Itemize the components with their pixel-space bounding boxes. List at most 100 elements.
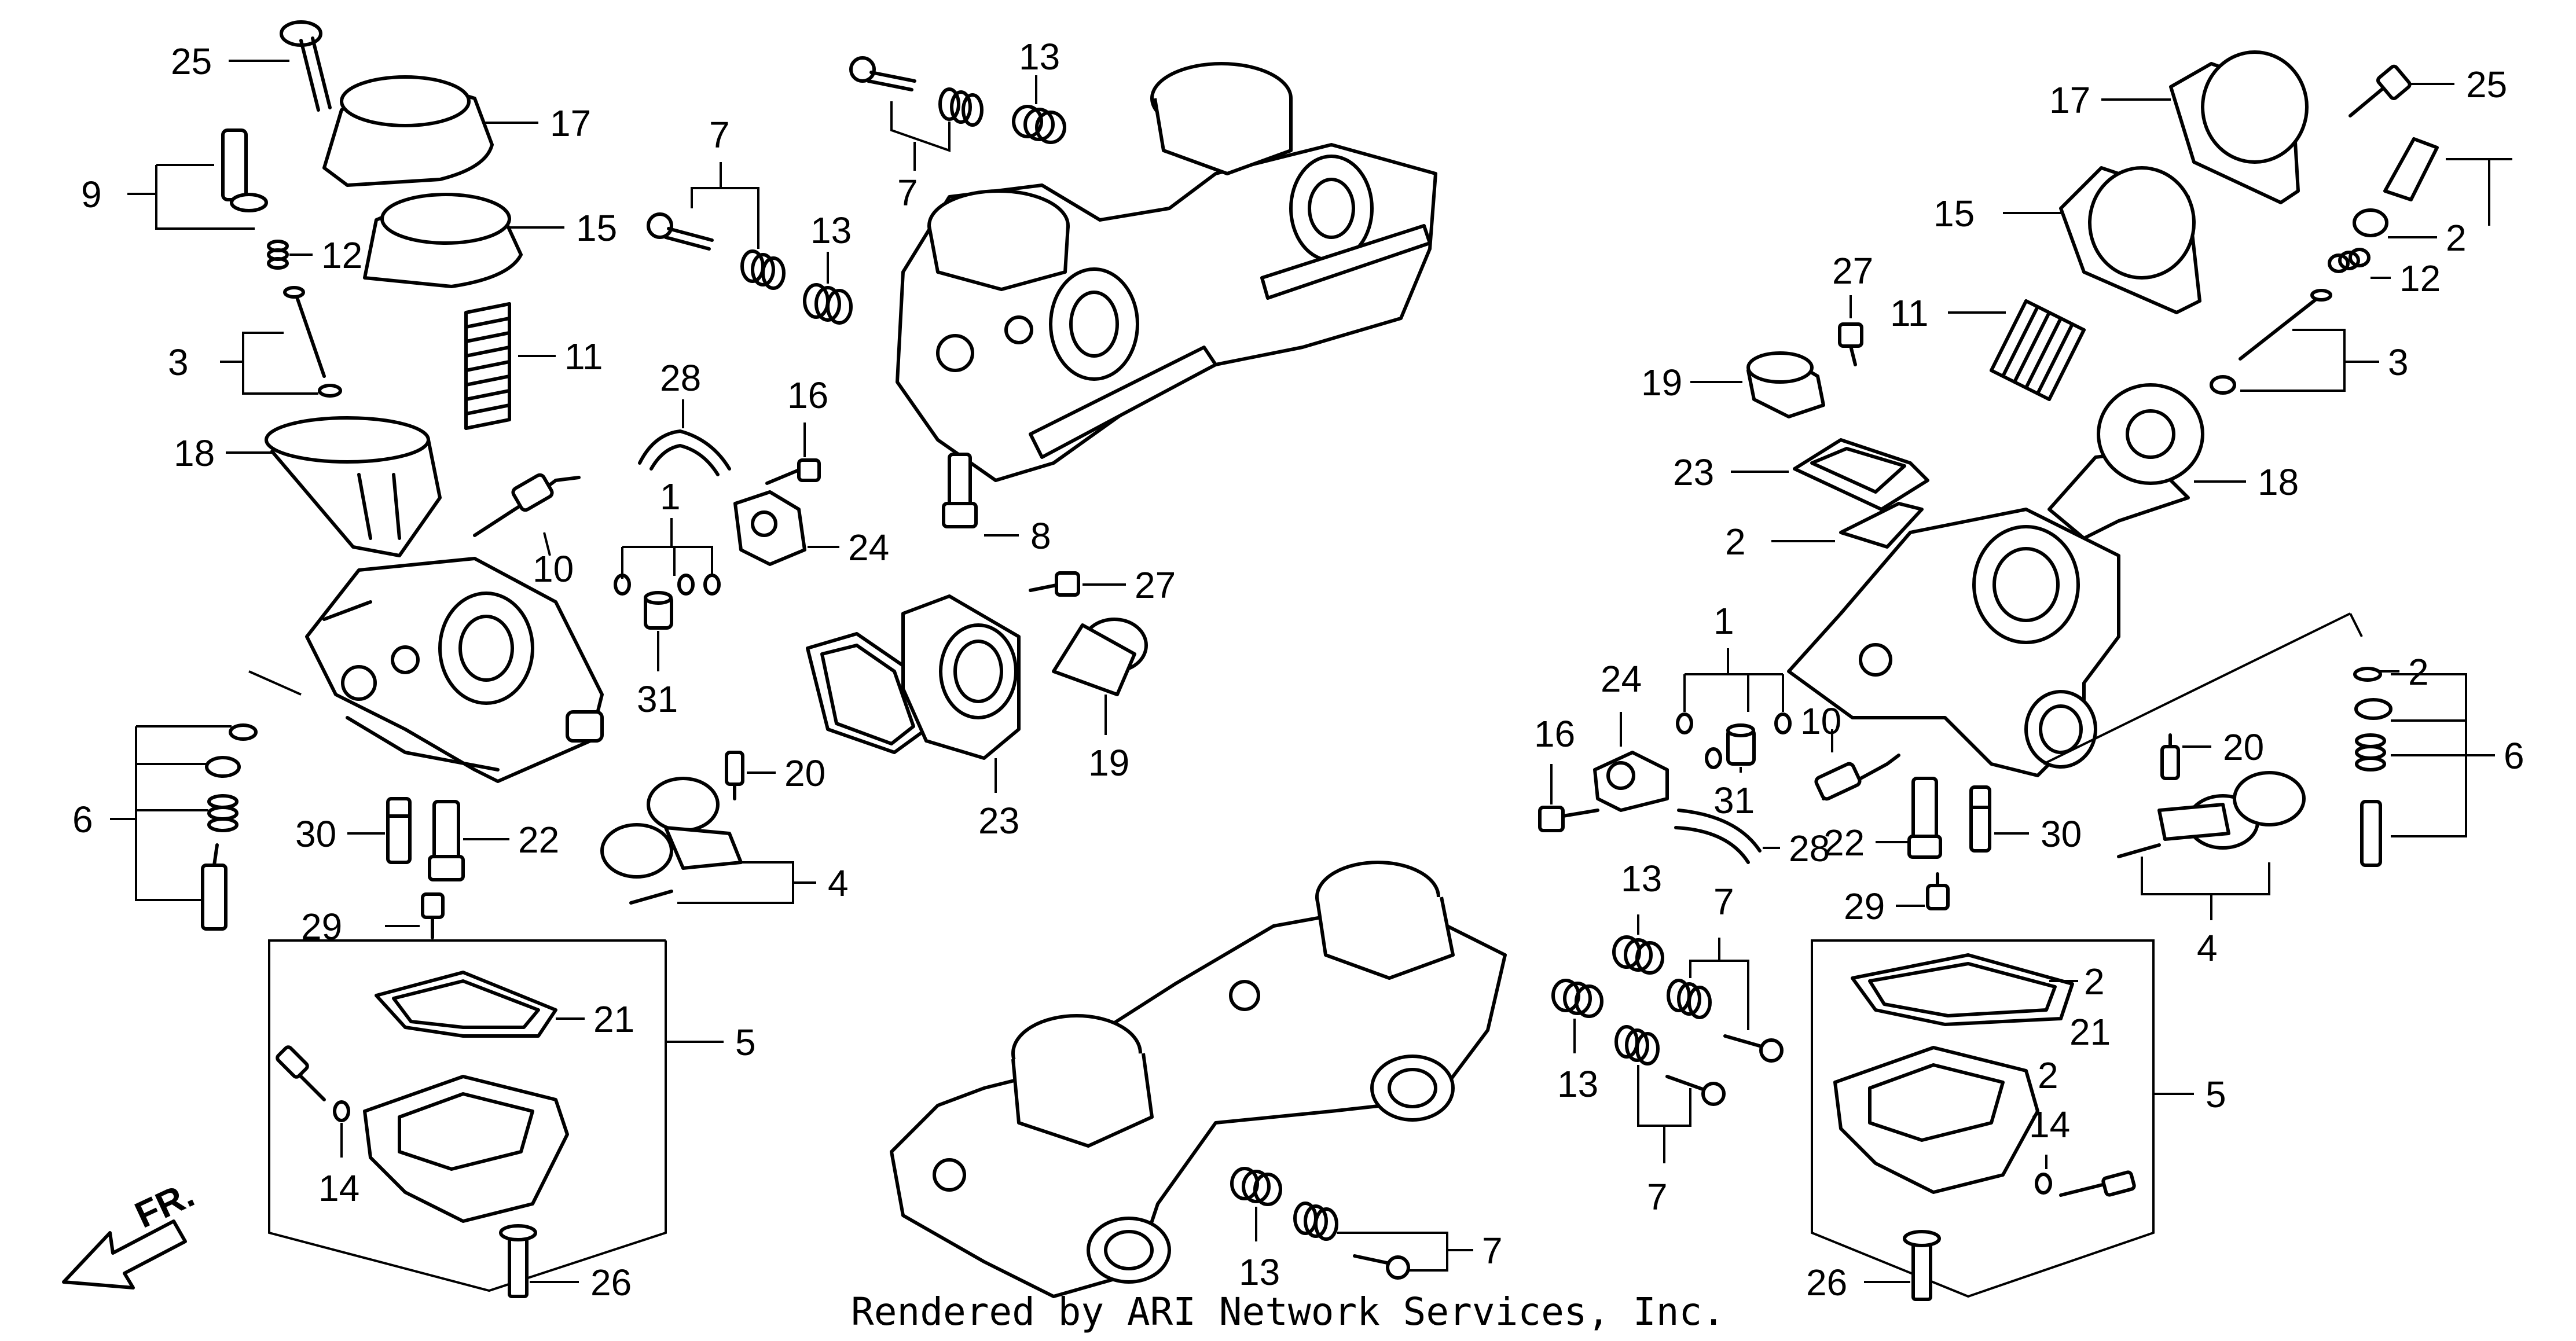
screw-7-bottom xyxy=(1353,1254,1410,1280)
drain-screw-left xyxy=(276,1045,326,1101)
callout-12b: 12 xyxy=(2399,258,2441,299)
washer-2-right xyxy=(2353,667,2382,682)
callout-10: 10 xyxy=(533,548,574,590)
callout-12: 12 xyxy=(321,234,362,276)
callout-28b: 28 xyxy=(1789,828,1830,869)
spring-13-top-center xyxy=(1012,105,1066,144)
holder-19-right xyxy=(1746,351,1825,418)
spring-11-left xyxy=(464,302,511,430)
screw-16-left xyxy=(765,458,821,485)
callout-2b: 2 xyxy=(1725,521,1746,563)
callout-18: 18 xyxy=(174,432,215,474)
oring-1f xyxy=(1774,712,1792,734)
callout-16b: 16 xyxy=(1534,713,1575,755)
callout-27: 27 xyxy=(1135,564,1176,606)
callout-3: 3 xyxy=(168,341,189,383)
valve-24-right xyxy=(1593,751,1669,812)
callout-26b: 26 xyxy=(1806,1262,1847,1303)
callout-2c: 2 xyxy=(2408,651,2429,693)
fitting-31-left xyxy=(644,591,673,630)
callout-17b: 17 xyxy=(2049,79,2090,121)
screw-27-center xyxy=(1029,571,1080,597)
float-needle-20-right xyxy=(2160,733,2180,780)
credit-text: Rendered by ARI Network Services, Inc. xyxy=(851,1289,1725,1334)
screw-16-right xyxy=(1538,806,1599,832)
callout-13e: 13 xyxy=(1239,1251,1280,1293)
callout-19: 19 xyxy=(1088,742,1129,784)
spring-13-upper-left xyxy=(803,283,853,325)
callout-25: 25 xyxy=(171,41,212,82)
valve-24-left xyxy=(733,490,806,566)
jet-needle-3-right xyxy=(2210,289,2332,395)
callout-14b: 14 xyxy=(2029,1104,2070,1145)
callout-2a: 2 xyxy=(2446,217,2467,259)
washer-6-right xyxy=(2354,698,2392,720)
carburetor-assembly-top xyxy=(896,62,1437,482)
top-cap-17-left xyxy=(322,75,494,187)
callout-14: 14 xyxy=(318,1167,359,1209)
callout-22: 22 xyxy=(518,819,559,861)
callout-4: 4 xyxy=(828,862,849,904)
screw-25-left xyxy=(280,20,332,112)
spring-7-mid-lower xyxy=(1614,1025,1660,1066)
callout-2e: 2 xyxy=(2038,1055,2058,1096)
callout-15: 15 xyxy=(576,207,617,249)
screw-7-mid-upper xyxy=(1723,1034,1784,1063)
callout-13c: 13 xyxy=(1621,858,1662,899)
callout-6: 6 xyxy=(72,799,93,840)
callout-13b: 13 xyxy=(810,210,852,251)
callout-23b: 23 xyxy=(1673,451,1714,493)
spring-7-bottom xyxy=(1293,1202,1338,1241)
callout-5: 5 xyxy=(735,1022,756,1063)
oring-1c xyxy=(703,574,721,596)
spring-13-bottom xyxy=(1230,1167,1282,1206)
callout-8: 8 xyxy=(1030,515,1051,557)
callout-21: 21 xyxy=(593,998,634,1040)
oring-1e xyxy=(1705,747,1722,769)
callout-1c: 1 xyxy=(1713,600,1734,642)
pilot-screw-10-right xyxy=(1814,754,1900,801)
jet-22-left xyxy=(428,800,465,881)
callout-31: 31 xyxy=(637,678,678,720)
carburetor-body-right xyxy=(1787,508,2120,777)
callout-30b: 30 xyxy=(2041,813,2082,855)
carburetor-body-left xyxy=(305,557,604,783)
spring-7-top-center xyxy=(938,87,984,127)
jet-30-left xyxy=(386,797,412,864)
spring-13-mid-lower xyxy=(1551,979,1603,1018)
front-direction-arrow xyxy=(62,1219,187,1289)
cover-15-left xyxy=(363,193,523,288)
callout-30: 30 xyxy=(295,813,336,855)
bolt-26-right xyxy=(1903,1230,1941,1301)
diaphragm-piston-18-right xyxy=(2047,383,2204,540)
callout-11b: 11 xyxy=(1890,292,1928,334)
float-4-right xyxy=(2117,771,2306,858)
callout-5b: 5 xyxy=(2206,1074,2226,1115)
oring-1a xyxy=(614,574,631,596)
callout-1: 1 xyxy=(660,476,681,517)
spring-6-left xyxy=(207,794,238,832)
screw-27-right xyxy=(1838,322,1863,366)
callout-20b: 20 xyxy=(2223,726,2264,768)
spring-6-right xyxy=(2355,733,2386,771)
callout-6b: 6 xyxy=(2504,735,2524,777)
jet-30-right xyxy=(1969,785,1991,853)
oring-1b xyxy=(677,574,695,596)
callout-28: 28 xyxy=(660,357,701,399)
screw-7-mid-lower xyxy=(1665,1075,1726,1106)
cover-15-right xyxy=(2059,166,2201,314)
float-bowl-left xyxy=(363,1075,569,1223)
holder-19-center xyxy=(1052,618,1148,696)
jet-22-right xyxy=(1907,777,1942,859)
needle-6-right xyxy=(2360,800,2382,867)
callout-29b: 29 xyxy=(1844,886,1885,927)
spring-13-mid-upper xyxy=(1612,935,1664,975)
callout-7d: 7 xyxy=(1647,1176,1668,1218)
callout-17: 17 xyxy=(550,102,591,144)
fr-label: FR. xyxy=(129,1173,200,1236)
drain-screw-right xyxy=(2059,1170,2136,1197)
callout-20: 20 xyxy=(784,752,825,794)
callout-21b: 21 xyxy=(2069,1011,2111,1053)
screw-25-right xyxy=(2349,64,2412,117)
